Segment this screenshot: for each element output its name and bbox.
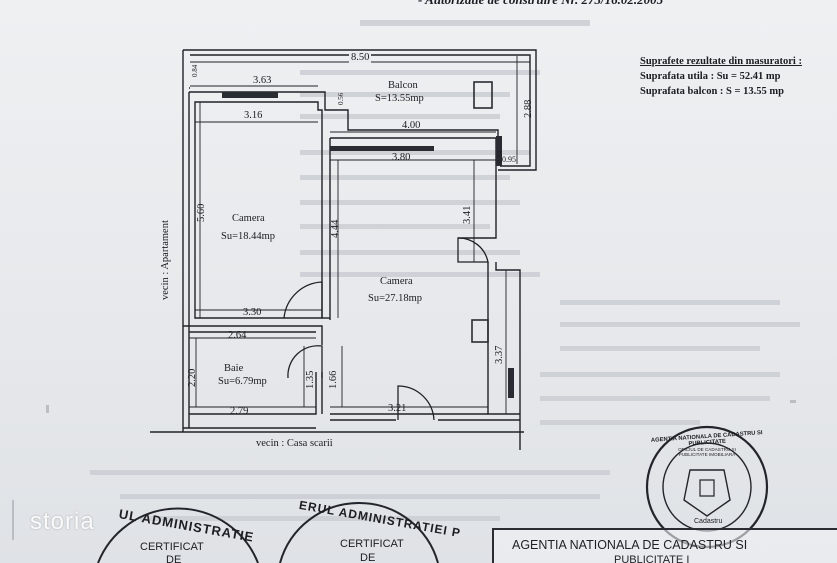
baie-wall	[183, 325, 323, 345]
header-partial-text: - Autorizatie de construire Nr. 273/16.0…	[418, 0, 663, 8]
neighbor-left: vecin : Apartament	[160, 220, 171, 300]
balcony-inner-wall	[189, 91, 499, 166]
dim-321: 3.21	[388, 403, 407, 414]
camera2-wall	[330, 137, 497, 239]
summary-line-util: Suprafata utila : Su = 52.41 mp	[640, 71, 781, 82]
room-camera1-area: Su=18.44mp	[221, 231, 276, 242]
dim-166: 1.66	[328, 370, 339, 389]
room-camera1-name: Camera	[232, 213, 265, 224]
dim-095: 0.95	[502, 155, 516, 164]
summary-line-balcon: Suprafata balcon : S = 13.55 mp	[640, 86, 784, 97]
dim-288: 2.88	[523, 99, 534, 118]
storia-watermark: storia	[30, 508, 95, 535]
left-stamp-arc	[97, 502, 439, 563]
room-camera2-area: Su=27.18mp	[368, 293, 423, 304]
outer-wall	[183, 49, 537, 171]
neighbor-bottom: vecin : Casa scarii	[256, 438, 333, 449]
agency-stamp-box: AGENTIA NATIONALA DE CADASTRU SI PUBLICI…	[492, 528, 837, 563]
stamp-round-center-text: Cadastru	[694, 518, 723, 525]
summary-title: Suprafete rezultate din masuratori :	[640, 56, 802, 67]
stamp-mid-certificat: CERTIFICAT	[340, 538, 404, 550]
room-balcon-area: S=13.55mp	[375, 93, 424, 104]
dim-330: 3.30	[243, 307, 262, 318]
dim-400: 4.00	[402, 120, 421, 131]
dim-056: 0.56	[337, 92, 345, 105]
dim-341: 3.41	[462, 205, 473, 224]
door-baie	[287, 345, 323, 379]
agency-stamp-subtext: PUBLICITATE I	[614, 554, 690, 563]
dim-279: 2.79	[230, 406, 249, 417]
dim-363: 3.63	[253, 75, 272, 86]
room-baie-area: Su=6.79mp	[218, 376, 267, 387]
stamp-left-certificat: CERTIFICAT	[140, 541, 204, 553]
stamp-mid-de: DE	[360, 552, 376, 563]
room-camera2-name: Camera	[380, 276, 413, 287]
dim-444: 4.44	[330, 219, 341, 238]
dim-135: 1.35	[305, 370, 316, 389]
dim-220: 2.20	[187, 368, 198, 387]
agency-stamp-text: AGENTIA NATIONALA DE CADASTRU SI	[512, 538, 748, 552]
dim-560: 5.60	[196, 203, 207, 222]
dim-316: 3.16	[244, 110, 263, 121]
room-baie-name: Baie	[224, 363, 244, 374]
dim-337: 3.37	[494, 345, 505, 364]
dim-084-right: 0.84	[496, 150, 504, 163]
dim-850: 8.50	[349, 52, 372, 63]
camera1-wall	[194, 101, 323, 319]
dim-264: 2.64	[228, 330, 247, 341]
stamp-round-inner-text: OFICIUL DE CADASTRU SI PUBLICITATE IMOBI…	[678, 447, 736, 457]
dim-084-left: 0.84	[191, 64, 199, 77]
door-camera2	[457, 237, 489, 263]
stamp-left-de: DE	[166, 554, 182, 563]
door-camera1	[283, 281, 323, 319]
door-entry	[397, 385, 435, 421]
dim-380: 3.80	[392, 152, 411, 163]
room-balcon-name: Balcon	[388, 80, 418, 91]
